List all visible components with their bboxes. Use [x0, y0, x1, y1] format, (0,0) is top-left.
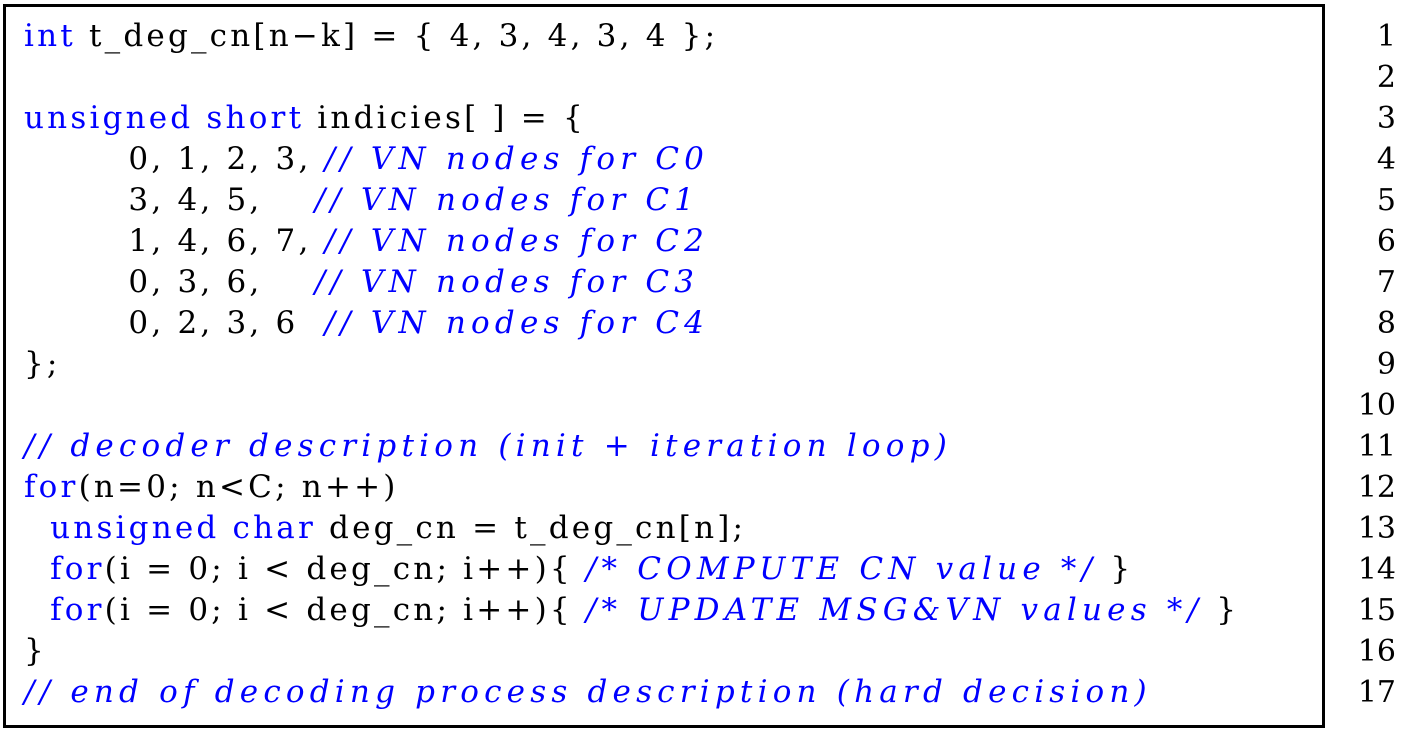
- line-number: 12: [1357, 470, 1396, 505]
- code-line: for(i = 0; i < deg_cn; i++){ /* COMPUTE …: [24, 549, 1314, 590]
- code-line: 1, 4, 6, 7, // VN nodes for C2: [24, 221, 1314, 262]
- line-number: 3: [1376, 101, 1396, 136]
- line-number: 10: [1357, 388, 1396, 423]
- code-comment: /* COMPUTE CN value */: [585, 551, 1098, 587]
- line-number: 13: [1357, 511, 1396, 546]
- code-text: 0, 3, 6,: [24, 264, 315, 300]
- code-line: }: [24, 631, 1314, 672]
- code-line: // end of decoding process description (…: [24, 672, 1314, 713]
- code-line: 0, 1, 2, 3, // VN nodes for C0: [24, 139, 1314, 180]
- code-text: }: [1203, 592, 1240, 628]
- code-line: 3, 4, 5, // VN nodes for C1: [24, 180, 1314, 221]
- code-comment: // VN nodes for C1: [314, 182, 700, 218]
- line-number: 17: [1357, 675, 1396, 710]
- code-line: [24, 57, 1314, 98]
- code-area: int t_deg_cn[n−k] = { 4, 3, 4, 3, 4 }; un…: [24, 16, 1314, 713]
- code-text: (i = 0; i < deg_cn; i++){: [104, 551, 586, 587]
- code-comment: // VN nodes for C4: [324, 305, 710, 341]
- line-number: 1: [1376, 19, 1396, 54]
- code-text: };: [24, 346, 61, 382]
- line-number: 5: [1376, 183, 1396, 218]
- line-number: 9: [1376, 347, 1396, 382]
- line-number: 4: [1376, 142, 1396, 177]
- code-keyword: short: [206, 100, 305, 136]
- code-text: [219, 510, 232, 546]
- code-text: }: [24, 633, 47, 669]
- code-comment: /* UPDATE MSG&VN values */: [585, 592, 1204, 628]
- code-line: for(i = 0; i < deg_cn; i++){ /* UPDATE M…: [24, 590, 1314, 631]
- line-number: 15: [1357, 593, 1396, 628]
- code-keyword: int: [24, 18, 76, 54]
- line-number: 11: [1357, 429, 1396, 464]
- code-text: 1, 4, 6, 7,: [24, 223, 325, 259]
- code-keyword: unsigned: [24, 100, 194, 136]
- code-text: [24, 592, 50, 628]
- line-number: 7: [1376, 265, 1396, 300]
- code-text: (i = 0; i < deg_cn; i++){: [104, 592, 586, 628]
- code-comment: // VN nodes for C3: [314, 264, 700, 300]
- code-line: // decoder description (init + iteration…: [24, 426, 1314, 467]
- code-line: for(n=0; n<C; n++): [24, 467, 1314, 508]
- line-number: 2: [1376, 60, 1396, 95]
- code-text: 3, 4, 5,: [24, 182, 315, 218]
- line-number: 8: [1376, 306, 1396, 341]
- code-line: 0, 3, 6, // VN nodes for C3: [24, 262, 1314, 303]
- code-comment: // end of decoding process description (…: [24, 674, 1152, 710]
- code-text: (n=0; n<C; n++): [78, 469, 399, 505]
- code-line: unsigned char deg_cn = t_deg_cn[n];: [24, 508, 1314, 549]
- code-line: int t_deg_cn[n−k] = { 4, 3, 4, 3, 4 };: [24, 16, 1314, 57]
- code-text: deg_cn = t_deg_cn[n];: [315, 510, 747, 546]
- line-number: 6: [1376, 224, 1396, 259]
- code-text: indicies[ ] = {: [304, 100, 586, 136]
- code-line: unsigned short indicies[ ] = {: [24, 98, 1314, 139]
- code-listing-frame: [3, 4, 1325, 728]
- line-number: 14: [1357, 552, 1396, 587]
- code-text: 0, 1, 2, 3,: [24, 141, 325, 177]
- code-keyword: for: [50, 592, 105, 628]
- code-line: };: [24, 344, 1314, 385]
- line-number: 16: [1357, 634, 1396, 669]
- code-text: 0, 2, 3, 6: [24, 305, 325, 341]
- code-text: t_deg_cn[n−k] = { 4, 3, 4, 3, 4 };: [75, 18, 719, 54]
- code-comment: // VN nodes for C2: [324, 223, 710, 259]
- code-text: [24, 510, 50, 546]
- code-keyword: for: [24, 469, 79, 505]
- code-text: [24, 551, 50, 587]
- code-keyword: unsigned: [50, 510, 220, 546]
- code-keyword: for: [50, 551, 105, 587]
- code-text: [193, 100, 206, 136]
- code-line: [24, 385, 1314, 426]
- code-comment: // decoder description (init + iteration…: [24, 428, 952, 464]
- code-keyword: char: [232, 510, 316, 546]
- code-line: 0, 2, 3, 6 // VN nodes for C4: [24, 303, 1314, 344]
- code-comment: // VN nodes for C0: [324, 141, 710, 177]
- code-text: }: [1097, 551, 1134, 587]
